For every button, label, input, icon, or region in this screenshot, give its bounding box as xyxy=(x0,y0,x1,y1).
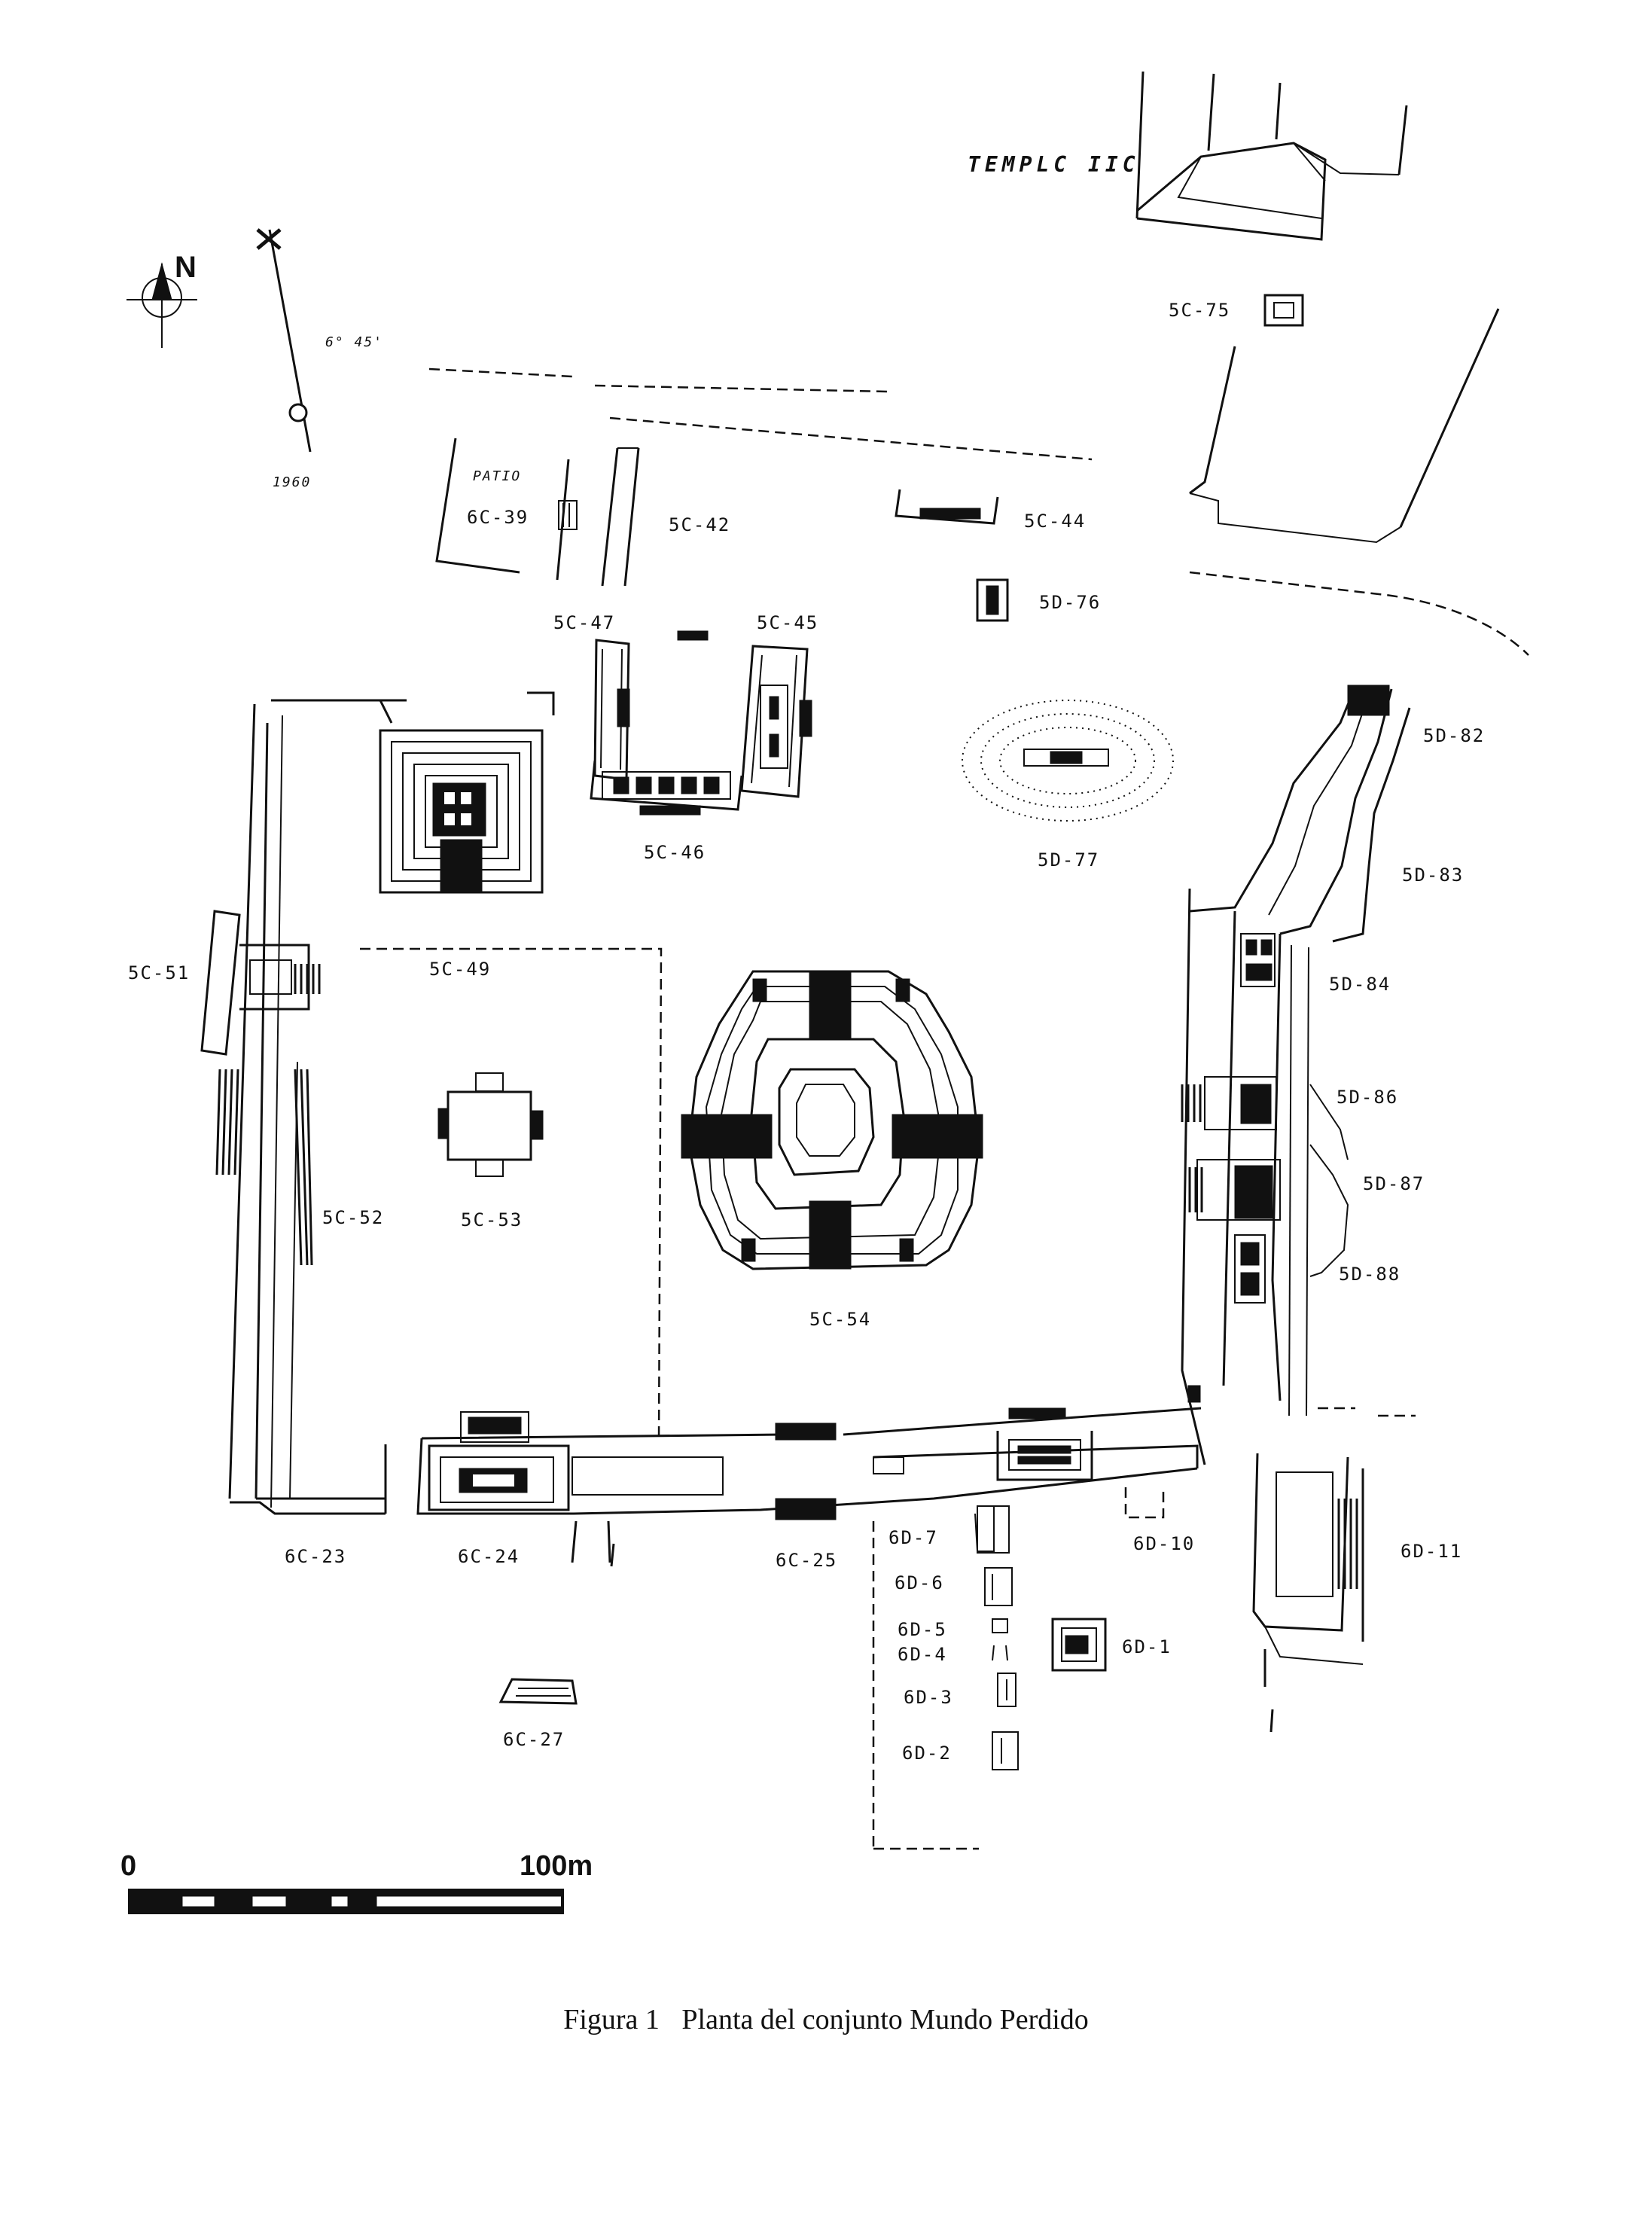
label-6d-10: 6D-10 xyxy=(1133,1533,1195,1554)
label-5c-75: 5C-75 xyxy=(1169,300,1230,321)
structure-5c-53: 5C-53 xyxy=(437,1072,544,1230)
temple-iic-label: TEMPLC IIC xyxy=(968,152,1140,177)
label-6c-39: 6C-39 xyxy=(467,507,529,528)
label-5c-45: 5C-45 xyxy=(757,612,818,633)
figure-title: Planta del conjunto Mundo Perdido xyxy=(681,2004,1089,2035)
label-5c-47: 5C-47 xyxy=(553,612,615,633)
figure-caption: Figura 1 Planta del conjunto Mundo Perdi… xyxy=(0,2003,1652,2036)
label-6c-27: 6C-27 xyxy=(503,1729,565,1750)
label-6d-1: 6D-1 xyxy=(1122,1636,1172,1657)
structure-east-platform: 5D-84 5D-86 5D-87 5D-88 xyxy=(1181,888,1425,1465)
label-patio: PATIO xyxy=(473,468,521,484)
label-5d-87: 5D-87 xyxy=(1363,1173,1425,1194)
label-6c-24: 6C-24 xyxy=(458,1546,520,1567)
structure-6c-27: 6C-27 xyxy=(498,1678,578,1750)
scale-start-label: 0 xyxy=(120,1850,136,1882)
structure-group-6d: 6D-7 6D-6 6D-5 6D-4 6D-3 6D-2 6D-1 6D-10 xyxy=(872,1487,1195,1850)
structure-6d-11: 6D-11 xyxy=(1252,1407,1462,1733)
label-6d-7: 6D-7 xyxy=(888,1527,938,1548)
declination-label: 6° 45' xyxy=(325,334,383,350)
causeway-lines xyxy=(428,308,1529,656)
compass-north-label: N xyxy=(175,251,197,284)
label-5c-54: 5C-54 xyxy=(809,1309,871,1330)
label-5d-83: 5D-83 xyxy=(1402,864,1464,886)
structure-5c-75: 5C-75 xyxy=(1169,294,1304,327)
structure-5c-49: 5C-49 xyxy=(379,729,544,980)
label-5c-49: 5C-49 xyxy=(429,959,491,980)
plaza-outline xyxy=(360,947,663,1443)
structure-5d-76: 5D-76 xyxy=(976,578,1101,622)
structure-5c-44: 5C-44 xyxy=(895,489,1086,532)
label-5c-46: 5C-46 xyxy=(644,842,706,863)
label-5c-44: 5C-44 xyxy=(1024,511,1086,532)
label-6d-2: 6D-2 xyxy=(902,1743,952,1764)
label-5c-51: 5C-51 xyxy=(128,962,190,983)
label-6d-5: 6D-5 xyxy=(898,1619,947,1640)
label-5d-76: 5D-76 xyxy=(1039,592,1101,613)
structure-west-wall: 5C-51 5C-52 xyxy=(128,691,555,1515)
label-6d-3: 6D-3 xyxy=(904,1687,953,1708)
label-5c-52: 5C-52 xyxy=(322,1207,384,1228)
scale-end-label: 100m xyxy=(520,1850,593,1882)
structure-6c-25: 6C-25 xyxy=(775,1423,837,1571)
temple-iic: TEMPLC IIC xyxy=(968,71,1408,241)
structure-5d-77: 5D-77 xyxy=(962,700,1174,871)
structure-south-platform xyxy=(416,1385,1202,1515)
structure-group-5c-46: 5C-47 5C-45 5C-46 xyxy=(553,612,818,863)
figure-number: Figura 1 xyxy=(563,2004,660,2035)
label-5d-77: 5D-77 xyxy=(1038,849,1099,871)
compass-rose: N xyxy=(126,251,197,348)
year-label: 1960 xyxy=(273,474,311,490)
label-5d-84: 5D-84 xyxy=(1329,974,1391,995)
label-6d-11: 6D-11 xyxy=(1401,1541,1462,1562)
declination-indicator: 6° 45' 1960 xyxy=(256,228,383,490)
structure-5c-42: 5C-42 xyxy=(601,447,730,587)
label-6d-4: 6D-4 xyxy=(898,1644,947,1665)
scale-bar: 0 100m xyxy=(120,1850,593,1914)
label-5c-53: 5C-53 xyxy=(461,1209,523,1230)
label-6c-25: 6C-25 xyxy=(776,1550,837,1571)
structure-6c-39: PATIO 6C-39 xyxy=(435,438,578,581)
label-6c-23: 6C-23 xyxy=(285,1546,346,1567)
structure-6c-24: 6C-24 xyxy=(428,1411,615,1567)
label-5d-86: 5D-86 xyxy=(1337,1087,1398,1108)
label-5c-42: 5C-42 xyxy=(669,514,730,535)
structure-5c-54-great-pyramid: 5C-54 xyxy=(681,970,983,1330)
label-6d-6: 6D-6 xyxy=(895,1572,944,1593)
structure-5d-82-83: 5D-82 5D-83 xyxy=(1189,685,1485,943)
label-5d-88: 5D-88 xyxy=(1339,1264,1401,1285)
label-5d-82: 5D-82 xyxy=(1423,725,1485,746)
